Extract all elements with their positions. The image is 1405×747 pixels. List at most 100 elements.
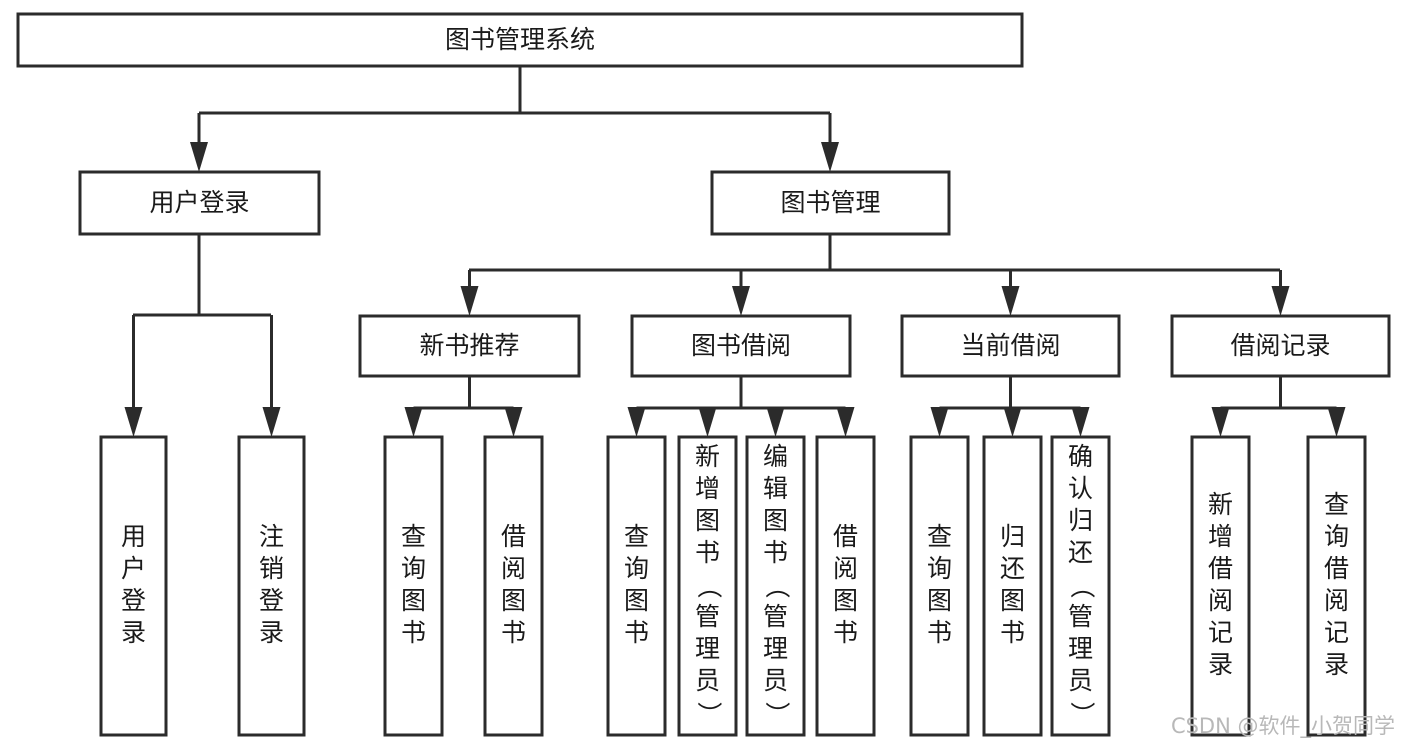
node-current-borrow-rect [900,314,1121,378]
arrow-head-icon [1271,286,1290,316]
node-leaf-borrow-book-1[interactable] [483,435,544,737]
node-leaf-return-book[interactable] [982,435,1043,737]
arrow-head-icon [1071,407,1090,437]
node-leaf-add-record-char: 借 [1208,554,1233,583]
csdn-watermark: CSDN @软件_小贺同学 [1171,714,1395,739]
node-leaf-add-book-char: 增 [695,474,720,503]
node-leaf-query-book-3-char: 图 [927,586,952,615]
node-book-borrow-rect [630,314,852,378]
node-leaf-borrow-book-1-char: 图 [501,586,526,615]
node-leaf-query-book-1[interactable] [383,435,444,737]
node-user-login-rect [78,170,321,236]
node-root-rect [16,12,1024,68]
node-leaf-query-record-char: 询 [1324,522,1349,551]
node-book-manage-label: 图书管理 [780,188,880,217]
node-leaf-confirm-return-char: （ [1068,573,1097,598]
arrow-head-icon [732,286,750,316]
node-leaf-query-record-char: 借 [1324,554,1349,583]
node-leaf-query-record-rect [1306,435,1367,737]
node-leaf-query-book-3-char: 书 [927,618,952,647]
node-leaf-add-record-char: 增 [1208,522,1233,551]
node-leaf-return-book-char: 书 [1000,618,1025,647]
node-user-login[interactable] [78,170,321,236]
node-leaf-query-book-1-char: 询 [401,554,426,583]
node-leaf-query-record-char: 录 [1324,650,1349,679]
node-leaf-query-record-char: 查 [1324,490,1349,519]
node-leaf-user-logout-char: 录 [259,618,284,647]
node-leaf-query-book-1-char: 图 [401,586,426,615]
node-leaf-edit-book-char: 图 [763,506,788,535]
node-leaf-user-login-rect [99,435,168,737]
node-leaf-add-book-char: 理 [695,634,720,663]
node-leaf-confirm-return[interactable] [1050,435,1111,737]
node-leaf-query-book-2-char: 查 [624,522,649,551]
node-leaf-user-logout-char: 注 [259,522,284,551]
arrow-head-icon [698,407,717,437]
node-leaf-add-record-rect [1190,435,1251,737]
node-leaf-add-record[interactable] [1190,435,1251,737]
arrow-head-icon [836,407,855,437]
node-leaf-return-book-char: 归 [1000,522,1025,551]
node-borrow-record-label: 借阅记录 [1230,331,1330,360]
node-leaf-query-book-1-rect [383,435,444,737]
node-leaf-edit-book-char: 理 [763,634,788,663]
node-leaf-query-book-3-char: 查 [927,522,952,551]
node-leaf-query-book-3-char: 询 [927,554,952,583]
arrow-head-icon [1001,286,1020,316]
arrow-head-icon [124,407,143,437]
node-leaf-borrow-book-1-char: 书 [501,618,526,647]
node-leaf-query-book-2[interactable] [606,435,667,737]
arrow-head-icon [821,142,839,172]
node-leaf-borrow-book-2-char: 书 [833,618,858,647]
node-leaf-add-book-char: 书 [695,538,720,567]
node-leaf-add-book[interactable] [677,435,738,737]
node-leaf-user-logout[interactable] [237,435,306,737]
node-leaf-confirm-return-char: ） [1068,701,1097,726]
node-book-manage[interactable] [710,170,951,236]
node-leaf-query-book-3[interactable] [909,435,970,737]
node-root[interactable] [16,12,1024,68]
node-leaf-query-book-3-rect [909,435,970,737]
node-leaf-add-book-char: 员 [695,666,720,695]
node-leaf-edit-book[interactable] [745,435,806,737]
node-leaf-add-book-char: （ [695,573,724,598]
arrow-head-icon [262,407,281,437]
arrow-head-icon [1003,407,1022,437]
arrow-head-icon [460,286,479,316]
node-leaf-add-record-char: 录 [1208,650,1233,679]
node-leaf-confirm-return-char: 认 [1068,474,1093,503]
node-current-borrow[interactable] [900,314,1121,378]
arrow-head-icon [190,142,208,172]
node-book-borrow[interactable] [630,314,852,378]
node-leaf-borrow-book-1-char: 阅 [501,554,526,583]
node-leaf-user-login-char: 户 [121,554,146,583]
node-leaf-confirm-return-char: 理 [1068,634,1093,663]
node-leaf-confirm-return-char: 管 [1068,602,1093,631]
node-leaf-edit-book-char: ） [763,701,792,726]
node-leaf-borrow-book-2[interactable] [815,435,876,737]
node-leaf-add-book-rect [677,435,738,737]
node-leaf-add-record-char: 记 [1208,618,1233,647]
node-leaf-return-book-char: 还 [1000,554,1025,583]
node-new-book-recommend-rect [358,314,581,378]
node-leaf-borrow-book-2-rect [815,435,876,737]
node-leaf-add-book-char: ） [695,701,724,726]
node-leaf-edit-book-char: 辑 [763,474,788,503]
node-book-borrow-label: 图书借阅 [691,331,791,360]
node-leaf-query-book-2-char: 图 [624,586,649,615]
node-new-book-recommend-label: 新书推荐 [419,331,519,360]
node-leaf-user-logout-char: 登 [259,586,284,615]
node-leaf-query-record[interactable] [1306,435,1367,737]
node-leaf-confirm-return-char: 员 [1068,666,1093,695]
arrow-head-icon [930,407,949,437]
node-leaf-query-record-char: 记 [1324,618,1349,647]
arrow-head-icon [1327,407,1346,437]
node-leaf-user-login-char: 录 [121,618,146,647]
node-leaf-query-book-2-char: 询 [624,554,649,583]
node-borrow-record[interactable] [1170,314,1391,378]
node-leaf-user-logout-char: 销 [259,554,284,583]
node-new-book-recommend[interactable] [358,314,581,378]
node-leaf-user-login[interactable] [99,435,168,737]
node-leaf-return-book-rect [982,435,1043,737]
